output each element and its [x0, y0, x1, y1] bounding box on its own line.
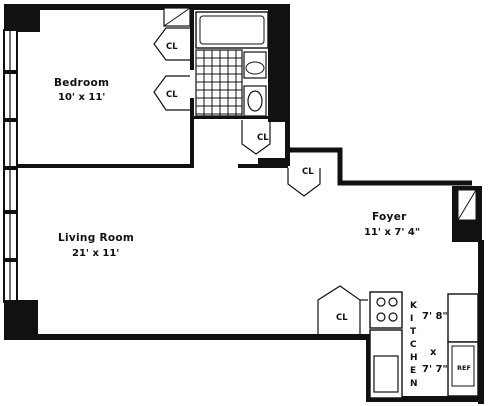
- closet-hall: CL: [241, 119, 286, 155]
- kitchen-letter: H: [410, 353, 418, 363]
- kitchen-letter: C: [410, 340, 417, 350]
- foyer-name: Foyer: [372, 211, 407, 223]
- corner-column-top-left: [4, 4, 40, 32]
- mullion: [4, 118, 17, 122]
- living-room-name: Living Room: [58, 232, 134, 244]
- closet-bedroom-lower: CL: [153, 75, 190, 111]
- kitchen-counter: [369, 329, 403, 399]
- kitchen-dim-width: 7' 8": [422, 311, 448, 322]
- closet-foyer: CL: [287, 167, 321, 197]
- fridge-label: REF: [457, 364, 471, 372]
- bedroom-name: Bedroom: [54, 77, 109, 89]
- living-bottom-wall: [4, 334, 370, 340]
- stove: [369, 291, 403, 329]
- bathroom-right-wall-lower: [285, 118, 290, 166]
- closet-kitchen: CL: [317, 285, 368, 336]
- kitchen-dim-sep: x: [430, 347, 437, 358]
- bathtub-basin: [199, 15, 265, 45]
- kitchen-sink: [373, 355, 399, 393]
- closet-bedroom-upper: CL: [153, 27, 190, 61]
- living-room-dims: 21' x 11': [72, 248, 119, 259]
- closet-label: CL: [166, 42, 178, 52]
- mullion: [4, 210, 17, 214]
- interior-walls: [16, 10, 288, 168]
- bathroom: [194, 11, 269, 119]
- top-wall: [4, 4, 270, 10]
- bathroom-right-wall: [268, 4, 290, 122]
- refrigerator: REF: [451, 345, 475, 387]
- bathroom-tile-floor: [195, 49, 243, 117]
- exterior-walls: [3, 4, 484, 404]
- toilet: [243, 51, 267, 79]
- mullion: [4, 70, 17, 74]
- kitchen-letter: K: [410, 301, 418, 311]
- closet-label: CL: [166, 90, 178, 100]
- kitchen-letter: E: [410, 366, 416, 376]
- closet-label: CL: [336, 313, 348, 323]
- closet-label: CL: [302, 167, 314, 177]
- kitchen-letter: I: [410, 314, 413, 324]
- foyer-dims: 11' x 7' 4": [364, 227, 420, 238]
- kitchen-dim-height: 7' 7": [422, 364, 448, 375]
- mullion: [4, 258, 17, 262]
- closet-label: CL: [257, 133, 269, 143]
- kitchen-letter: T: [410, 327, 417, 337]
- kitchen-letter: N: [410, 379, 418, 389]
- sink: [243, 85, 267, 117]
- mullion: [4, 166, 17, 170]
- corner-column-bottom-left: [4, 300, 38, 340]
- linen-closet-box: [163, 7, 191, 27]
- bedroom-dims: 10' x 11': [58, 92, 105, 103]
